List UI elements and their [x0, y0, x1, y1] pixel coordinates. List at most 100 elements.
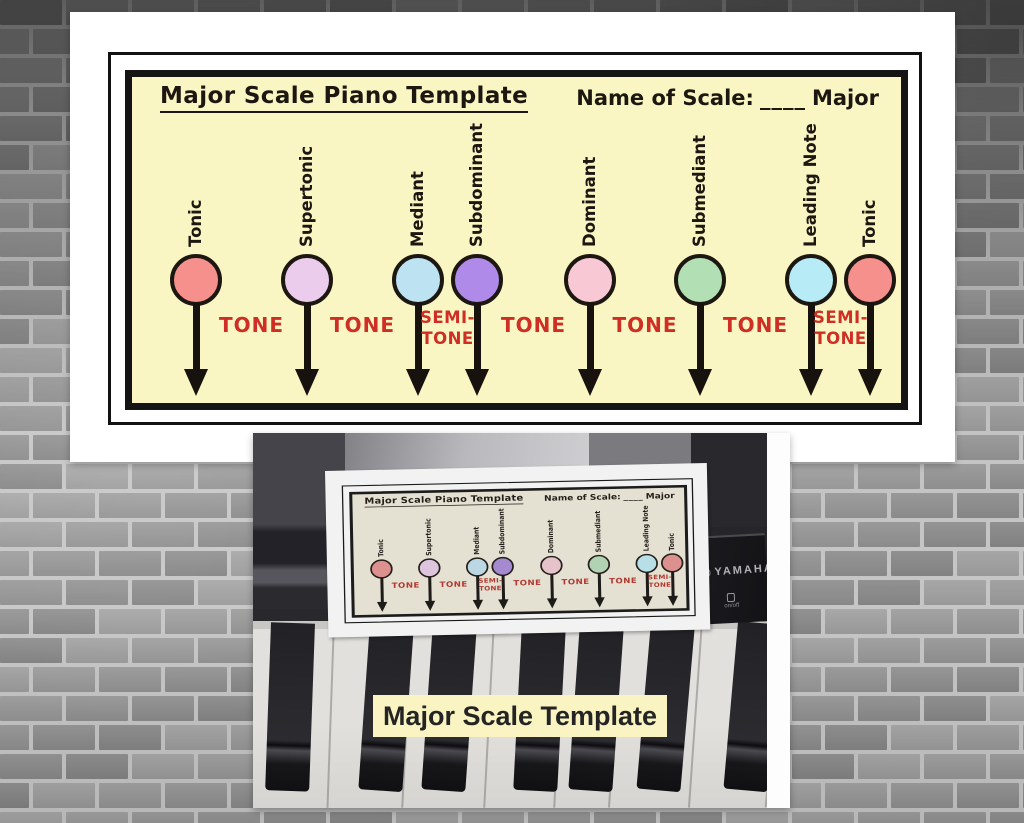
brick: [99, 609, 161, 634]
brick: [0, 406, 62, 431]
brick: [99, 493, 161, 518]
note-degree-label: Submediant: [690, 134, 709, 247]
brick: [33, 493, 95, 518]
brick: [990, 580, 1024, 605]
note-arrow-shaft: [380, 577, 384, 603]
brick: [924, 812, 986, 823]
brick: [957, 551, 1019, 576]
photo-caption: Major Scale Template: [373, 695, 667, 737]
note-degree-label: Submediant: [593, 510, 603, 553]
brick: [462, 812, 524, 823]
brick: [0, 783, 29, 808]
interval-line: SEMI-: [419, 308, 476, 327]
brick: [0, 319, 29, 344]
brick: [792, 754, 854, 779]
brick: [990, 348, 1024, 373]
note-arrow-shaft: [427, 576, 432, 602]
brick: [0, 580, 62, 605]
note-arrow-head: [667, 595, 679, 606]
note-circle: [281, 254, 333, 306]
template-card-photo: Major Scale Piano Template Name of Scale:…: [325, 463, 711, 638]
note-circle: [635, 553, 659, 574]
brick: [165, 783, 227, 808]
brick: [198, 638, 260, 663]
name-of-scale-blank: ____: [759, 86, 806, 110]
note-arrow-shaft: [192, 303, 200, 371]
brick: [825, 725, 887, 750]
power-switch-icon: [727, 592, 736, 603]
brick: [957, 203, 1019, 228]
diagram-panel: Major Scale Piano Template Name of Scale:…: [349, 484, 690, 618]
brick: [198, 812, 260, 823]
brick: [33, 667, 95, 692]
note-circle: [539, 555, 563, 576]
brick: [990, 754, 1024, 779]
brick: [825, 783, 887, 808]
brick: [792, 522, 854, 547]
brick: [990, 696, 1024, 721]
brick: [528, 812, 590, 823]
brick: [132, 696, 194, 721]
brick: [0, 464, 62, 489]
brick: [825, 493, 887, 518]
brick: [132, 754, 194, 779]
note-circle: [417, 558, 441, 578]
note-degree-label: Leading Note: [641, 505, 651, 552]
note-arrow-head: [578, 369, 602, 396]
interval-label: TONE: [612, 313, 678, 337]
brick: [198, 696, 260, 721]
brick: [0, 174, 62, 199]
brick: [165, 551, 227, 576]
yamaha-logo: YAMAHA: [700, 562, 774, 579]
interval-line: TONE: [479, 584, 502, 593]
brick: [66, 522, 128, 547]
brick: [0, 435, 29, 460]
note-degree-label: Supertonic: [423, 518, 433, 556]
interval-label: SEMI- TONE: [400, 307, 496, 349]
note-circle: [392, 254, 444, 306]
interval-label: TONE: [513, 577, 542, 588]
brick: [66, 754, 128, 779]
brick: [165, 493, 227, 518]
brick: [66, 580, 128, 605]
brick: [858, 464, 920, 489]
note-degree-label: Tonic: [186, 199, 205, 247]
brick: [825, 667, 887, 692]
brick: [66, 638, 128, 663]
brick: [0, 261, 29, 286]
interval-line: TONE: [421, 329, 474, 348]
note-degree-label: Mediant: [472, 526, 481, 555]
brick: [825, 551, 887, 576]
note-arrow-head: [424, 600, 436, 612]
note-arrow-head: [594, 597, 605, 608]
diagram-area: Major Scale Piano Template Name of Scale:…: [132, 77, 901, 403]
brick: [165, 609, 227, 634]
card-title: Major Scale Piano Template: [364, 493, 524, 508]
note-arrow-shaft: [303, 303, 311, 371]
note-circle: [785, 254, 837, 306]
name-of-scale-suffix: Major: [811, 86, 879, 110]
note-circle: [491, 556, 515, 577]
name-of-scale-label: Name of Scale:: [543, 492, 621, 503]
note-arrow-head: [376, 601, 388, 613]
note-circle: [564, 254, 616, 306]
brick: [792, 812, 854, 823]
brick: [66, 464, 128, 489]
note-arrow-head: [406, 369, 430, 396]
brick: [66, 696, 128, 721]
brick: [990, 0, 1024, 25]
brick: [957, 667, 1019, 692]
note-circle: [451, 254, 503, 306]
brick: [792, 580, 854, 605]
brick: [198, 580, 260, 605]
brick: [33, 783, 95, 808]
brick: [990, 406, 1024, 431]
brick: [396, 812, 458, 823]
name-of-scale: Name of Scale:____Major: [576, 86, 879, 110]
name-of-scale-label: Name of Scale:: [576, 86, 754, 110]
brick: [990, 464, 1024, 489]
brick: [924, 638, 986, 663]
brick: [792, 638, 854, 663]
interval-label: TONE: [218, 313, 285, 337]
card-title: Major Scale Piano Template: [160, 83, 529, 113]
